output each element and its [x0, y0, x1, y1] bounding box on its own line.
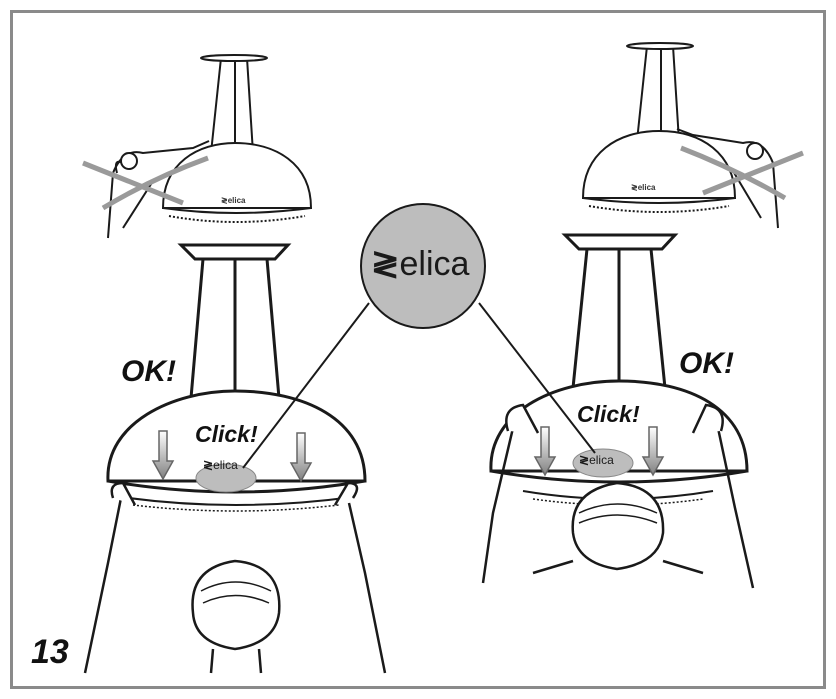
brand-name-small-right: elica [589, 453, 614, 467]
brand-badge-large [360, 203, 486, 329]
bottom-right-hood-correct [481, 233, 755, 589]
step-number: 13 [31, 633, 69, 671]
brand-name-small-left: elica [213, 458, 238, 472]
down-arrow-icon [151, 430, 313, 483]
click-label-right: Click! [577, 401, 640, 427]
brand-badge-small-left [195, 463, 257, 493]
brand-mark-tr: ≷elica [631, 183, 656, 192]
top-left-hood-wrong [82, 54, 313, 239]
brand-badge-small-right [572, 448, 634, 478]
instruction-panel: ≷elica ≷elica [10, 10, 826, 689]
click-label-left: Click! [195, 421, 258, 447]
down-arrow-icon [533, 426, 665, 477]
brand-mark-tl: ≷elica [221, 196, 246, 205]
brand-logo-large: ≷elica [371, 244, 469, 284]
leader-line-left [242, 302, 370, 469]
ok-label-left: OK! [121, 355, 176, 388]
top-right-hood-wrong [581, 42, 804, 229]
brand-logo-icon: ≷ [371, 245, 400, 283]
leader-line-right [478, 302, 596, 454]
assembly-illustration: ≷elica ≷elica [82, 42, 804, 674]
brand-logo-small-right: ≷elica [579, 453, 614, 467]
brand-logo-small-left: ≷elica [203, 458, 238, 472]
brand-name-large: elica [399, 245, 470, 283]
brand-logo-icon: ≷ [203, 458, 214, 472]
ok-label-right: OK! [679, 347, 734, 380]
brand-logo-icon: ≷ [579, 453, 590, 467]
